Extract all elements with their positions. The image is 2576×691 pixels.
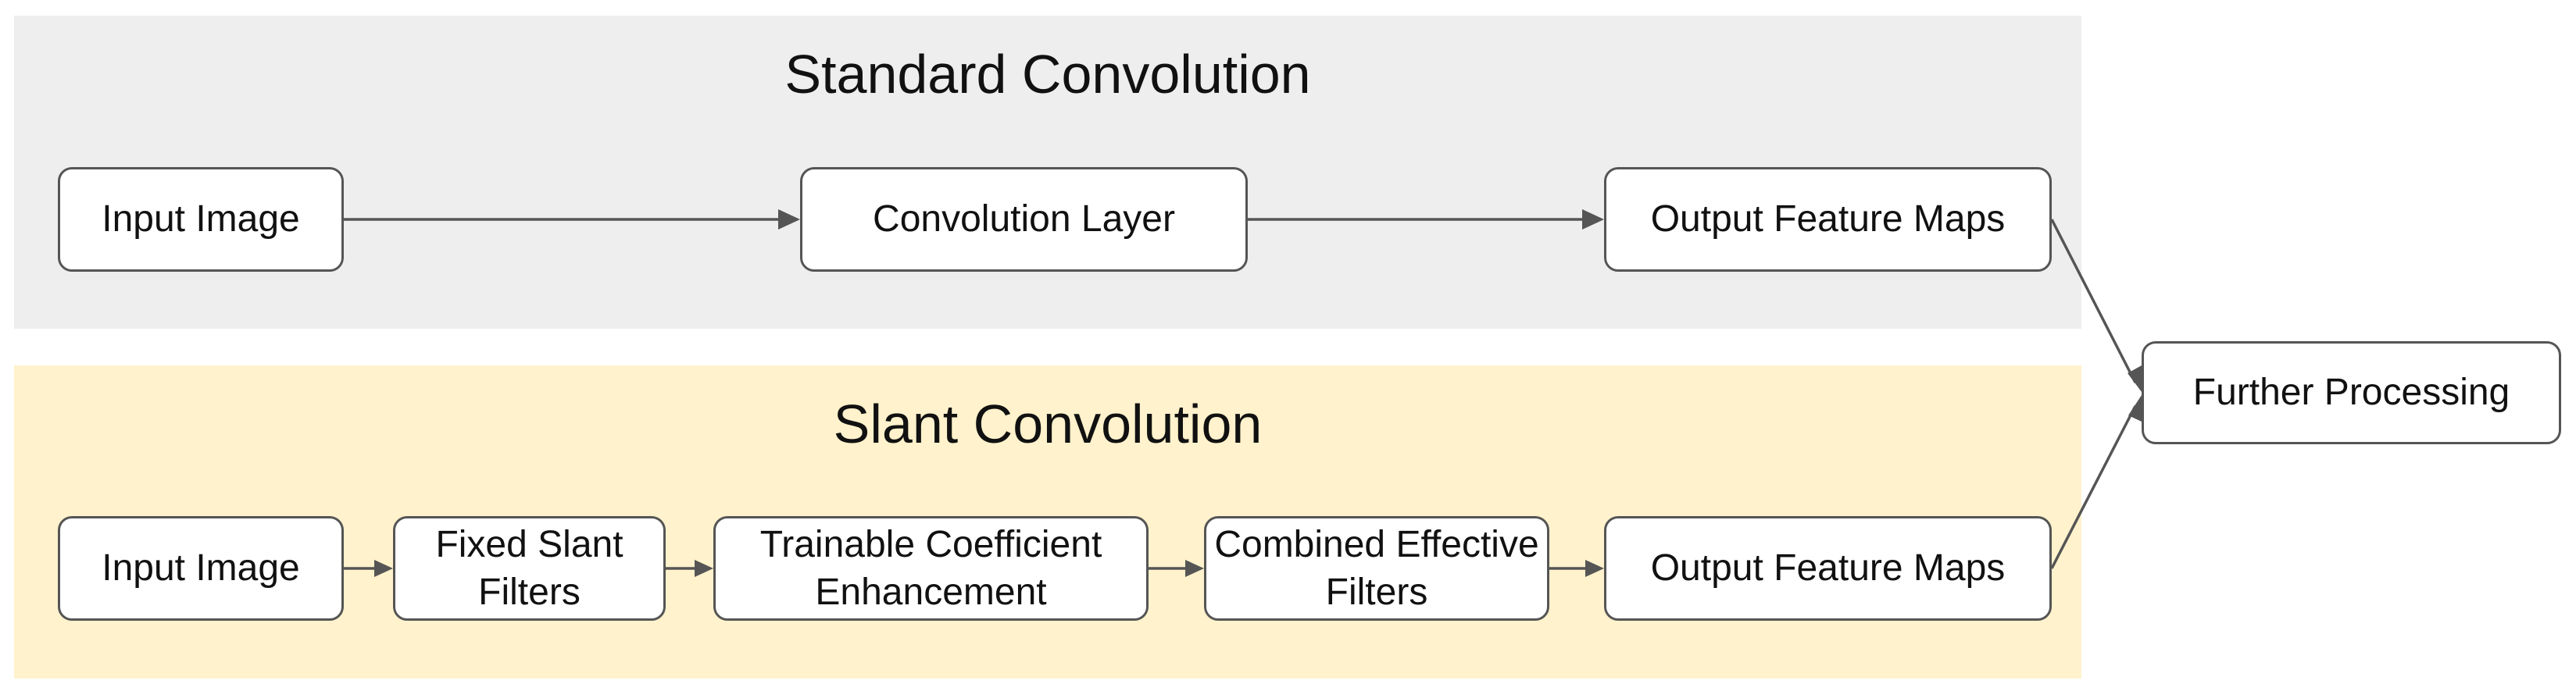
arrowhead-slant-combined xyxy=(1185,560,1204,577)
node-standard-output-feature-maps: Output Feature Maps xyxy=(1604,167,2052,272)
node-label: Input Image xyxy=(102,198,300,240)
node-fixed-slant-filters: Fixed Slant Filters xyxy=(393,516,666,621)
arrowhead-std-conv xyxy=(778,209,800,230)
node-label: Combined Effective Filters xyxy=(1214,523,1539,613)
node-label: Trainable Coefficient Enhancement xyxy=(759,523,1102,613)
node-trainable-coefficient-enhancement: Trainable Coefficient Enhancement xyxy=(713,516,1149,621)
node-label: Further Processing xyxy=(2192,372,2510,414)
arrowhead-slant-trainable xyxy=(695,560,713,577)
arrowhead-std-output xyxy=(1582,209,1604,230)
node-standard-input-image: Input Image xyxy=(58,167,344,272)
node-convolution-layer: Convolution Layer xyxy=(800,167,1248,272)
node-label: Fixed Slant Filters xyxy=(435,523,623,613)
node-label: Output Feature Maps xyxy=(1650,547,2006,589)
node-slant-input-image: Input Image xyxy=(58,516,344,621)
arrowhead-slant-fixed xyxy=(374,560,393,577)
node-label: Input Image xyxy=(102,547,300,589)
edge-std-output-to-further xyxy=(2050,219,2137,383)
node-further-processing: Further Processing xyxy=(2142,341,2561,444)
arrowhead-slant-output xyxy=(1585,560,1604,577)
node-label: Output Feature Maps xyxy=(1650,198,2006,240)
edge-slant-output-to-further xyxy=(2050,405,2137,569)
node-label: Convolution Layer xyxy=(873,198,1175,240)
standard-convolution-title: Standard Convolution xyxy=(784,44,1311,105)
node-slant-output-feature-maps: Output Feature Maps xyxy=(1604,516,2052,621)
node-combined-effective-filters: Combined Effective Filters xyxy=(1204,516,1549,621)
slant-convolution-title: Slant Convolution xyxy=(833,394,1263,454)
